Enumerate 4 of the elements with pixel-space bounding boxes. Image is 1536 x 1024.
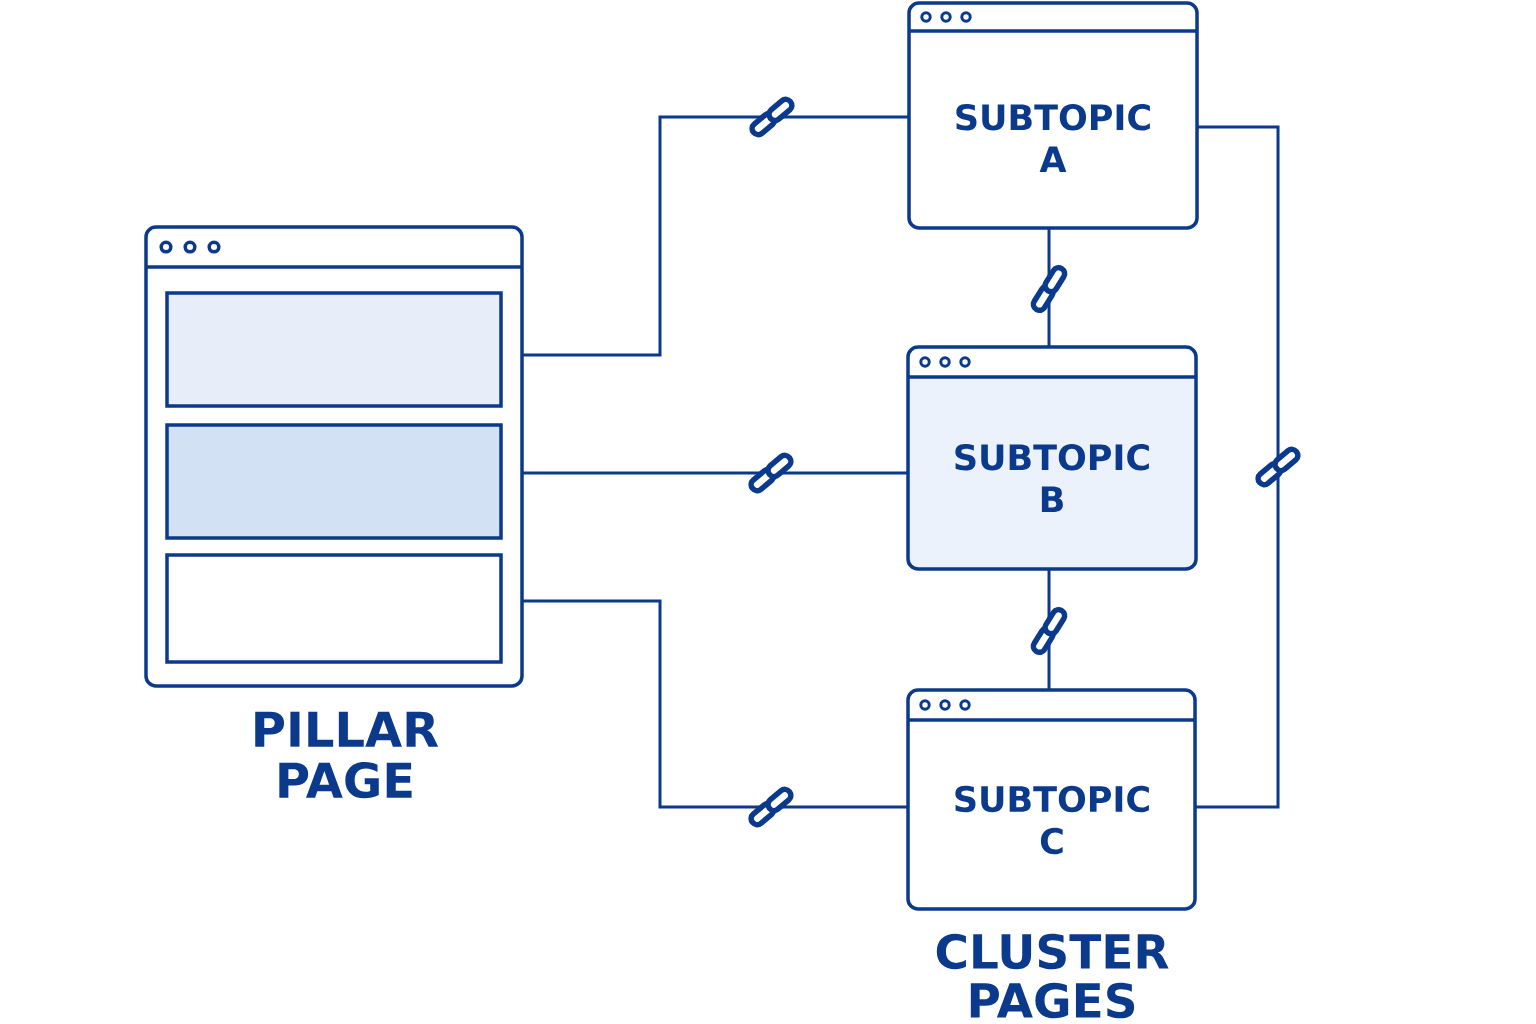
browser-window: SUBTOPIC A — [907, 1, 1199, 230]
browser-window: SUBTOPIC C — [906, 688, 1197, 911]
page-label: PILLAR PAGE — [255, 711, 439, 799]
browser-window: SUBTOPIC B — [906, 345, 1198, 571]
